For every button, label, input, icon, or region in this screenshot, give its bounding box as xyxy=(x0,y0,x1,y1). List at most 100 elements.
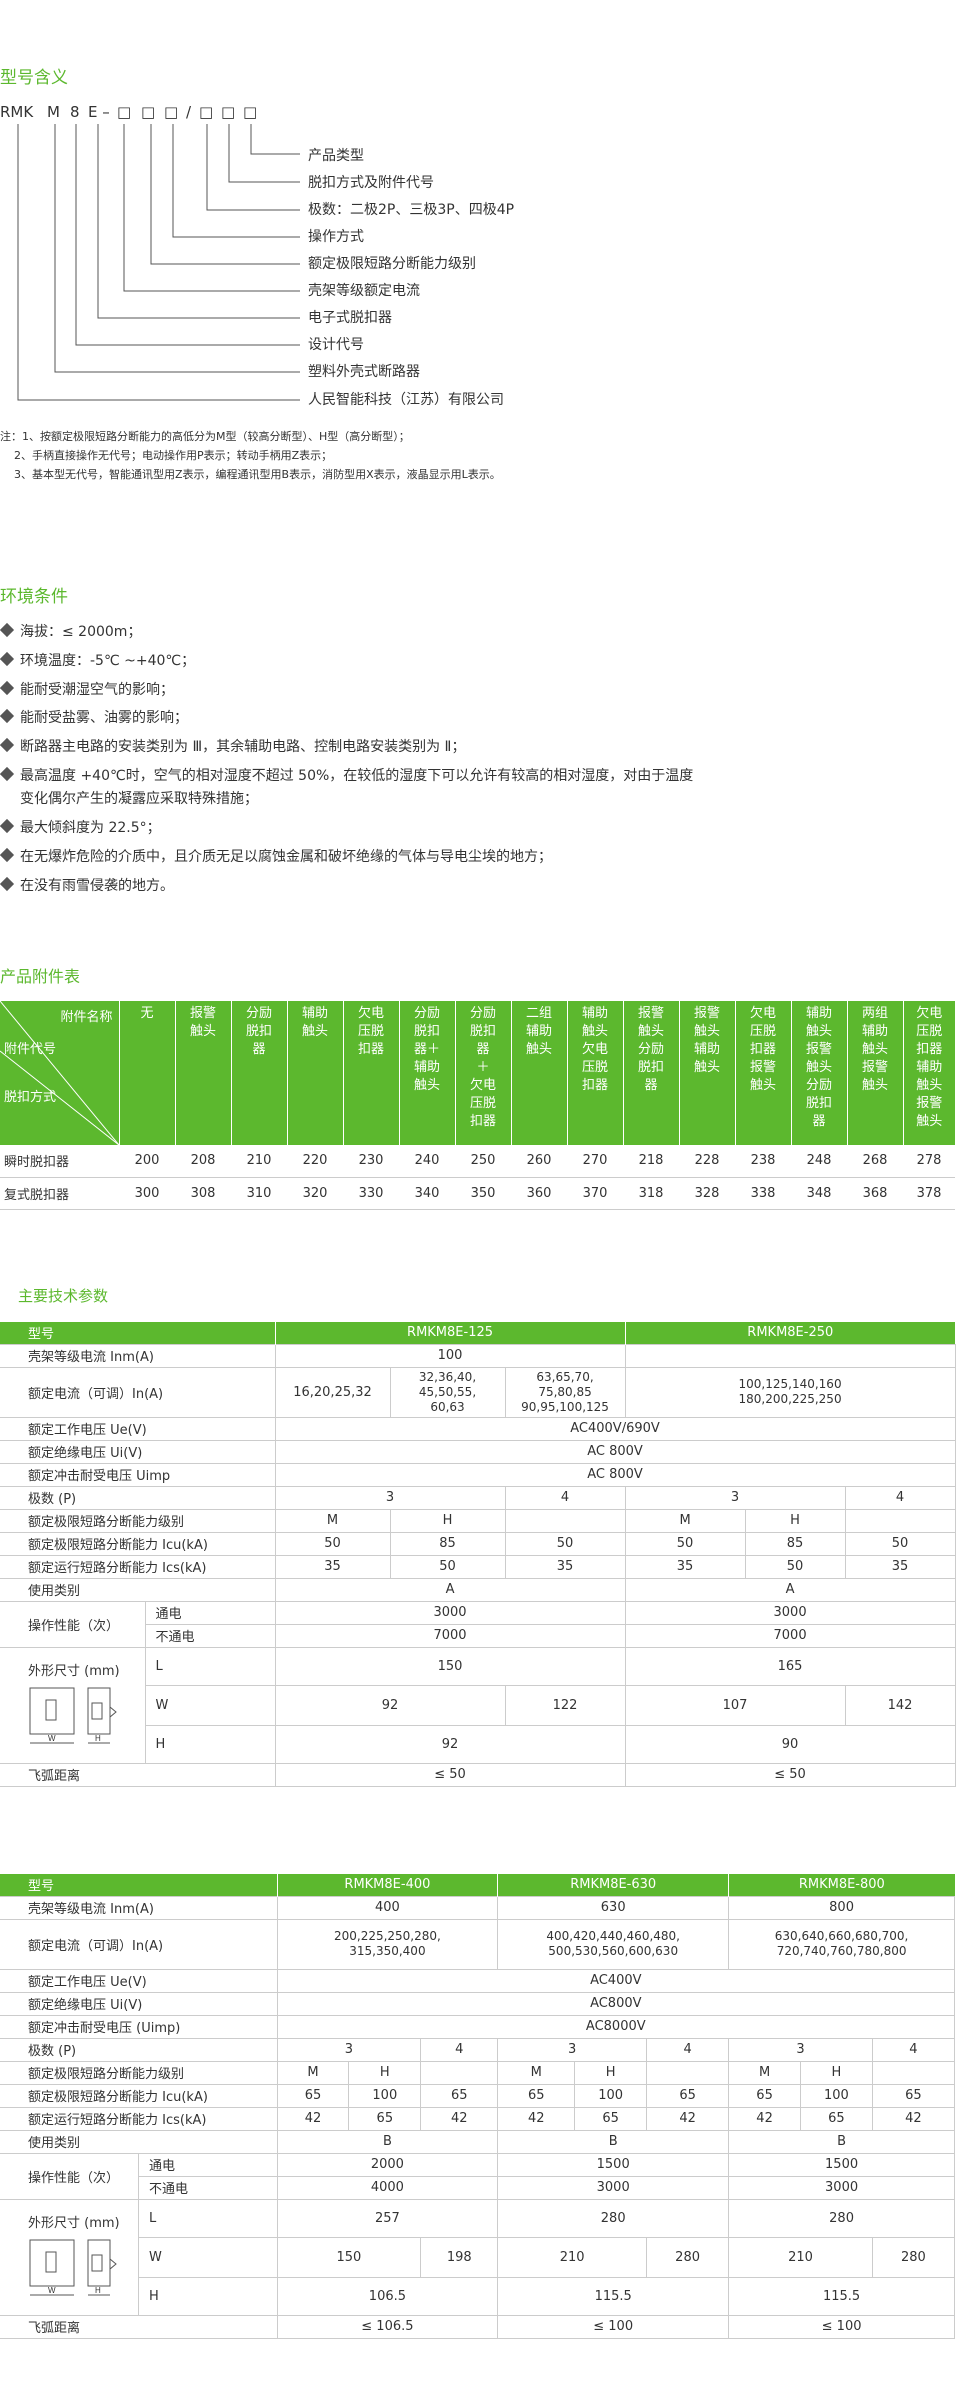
table-cell: 32,36,40, 45,50,55, 60,63 xyxy=(389,1366,506,1418)
column-header: 辅助 触头 欠电 压脱 扣器 xyxy=(567,1001,624,1145)
table-cell: B xyxy=(728,2129,955,2154)
dims-label-cell: 外形尺寸 (mm) W H xyxy=(0,1646,146,1764)
table-cell: 210 xyxy=(728,2236,873,2278)
diagram-label: 极数：二极2P、三极3P、四极4P xyxy=(308,202,515,218)
table-cell: 65 xyxy=(871,2083,956,2108)
table-cell: 1500 xyxy=(728,2152,955,2177)
sub-label: W xyxy=(144,1684,276,1726)
table-cell: AC 800V xyxy=(274,1462,956,1487)
row-label: 额定冲击耐受电压 Uimp xyxy=(0,1462,276,1487)
env-item: 在没有雨雪侵袭的地方。 xyxy=(0,875,174,895)
row-label: 飞弧距离 xyxy=(0,1762,276,1787)
note-line: 2、手柄直接操作无代号；电动操作用P表示；转动手柄用Z表示； xyxy=(14,449,333,462)
table-cell: 42 xyxy=(728,2106,801,2131)
row-label: 使用类别 xyxy=(0,2129,278,2154)
sub-label: H xyxy=(144,1724,276,1764)
table-cell: 150 xyxy=(276,2236,422,2278)
table-cell: 50 xyxy=(274,1531,391,1556)
diagram-label: 人民智能科技（江苏）有限公司 xyxy=(308,392,504,408)
table-cell: 3000 xyxy=(624,1600,956,1625)
table-cell: 218 xyxy=(623,1145,679,1178)
table-cell: 85 xyxy=(389,1531,506,1556)
row-label: 操作性能（次） xyxy=(0,1600,146,1648)
column-header: 欠电 压脱 扣器 辅助 触头 报警 触头 xyxy=(903,1001,955,1145)
table-cell: 90 xyxy=(624,1724,956,1764)
table-cell: 16,20,25,32 xyxy=(274,1366,391,1418)
bullet-icon xyxy=(0,680,15,696)
code-part: RMK xyxy=(0,103,34,121)
table-cell: AC8000V xyxy=(276,2014,956,2039)
column-header: 欠电 压脱 扣器 报警 触头 xyxy=(735,1001,792,1145)
table-cell: 310 xyxy=(231,1177,287,1210)
model-header-label: 型号 xyxy=(0,1874,278,1896)
table-cell: AC800V xyxy=(276,1991,956,2016)
table-cell: M xyxy=(497,2060,576,2085)
table-cell: 4000 xyxy=(276,2175,499,2200)
row-label: 额定电流（可调）In(A) xyxy=(0,1366,276,1418)
code-part: □ xyxy=(221,103,236,121)
row-label: 额定极限短路分断能力级别 xyxy=(0,2060,278,2085)
bullet-icon xyxy=(0,651,15,667)
row-label: 使用类别 xyxy=(0,1577,276,1602)
bullet-icon xyxy=(0,818,15,834)
column-header: 两组 辅助 触头 报警 触头 xyxy=(847,1001,904,1145)
table-cell: 65 xyxy=(646,2083,730,2108)
table-cell: 280 xyxy=(497,2198,730,2238)
table-cell: M xyxy=(728,2060,801,2085)
table-cell: 50 xyxy=(744,1554,846,1579)
code-part: / xyxy=(186,103,192,121)
table-cell: 630,640,660,680,700, 720,740,760,780,800 xyxy=(728,1918,955,1970)
note-line: 注：1、按额定极限短路分断能力的高低分为M型（较高分断型）、H型（高分断型）； xyxy=(0,430,410,443)
bullet-icon xyxy=(0,766,15,782)
table-cell: 280 xyxy=(871,2236,956,2278)
table-cell: 100 xyxy=(348,2083,422,2108)
diagram-label: 操作方式 xyxy=(308,229,364,245)
table-cell: H xyxy=(744,1508,846,1533)
row-label: 额定极限短路分断能力 Icu(kA) xyxy=(0,2083,278,2108)
table-cell: 3 xyxy=(276,2037,422,2062)
bullet-icon xyxy=(0,847,15,863)
column-header: 无 xyxy=(119,1001,176,1145)
table-cell: 330 xyxy=(343,1177,399,1210)
table-cell xyxy=(420,2060,499,2085)
table-cell: 165 xyxy=(624,1646,956,1686)
model-diagram-lines xyxy=(17,124,300,401)
sub-label: 通电 xyxy=(138,2152,278,2177)
table-cell: AC400V xyxy=(276,1968,956,1993)
column-header: 辅助 触头 xyxy=(287,1001,344,1145)
sub-label: 不通电 xyxy=(138,2175,278,2200)
table-cell: 50 xyxy=(624,1531,746,1556)
table-cell: B xyxy=(276,2129,499,2154)
table-cell: 35 xyxy=(504,1554,626,1579)
table-cell: 42 xyxy=(871,2106,956,2131)
table-cell: 270 xyxy=(567,1145,623,1178)
svg-text:W: W xyxy=(48,1734,56,1743)
table-cell: 4 xyxy=(646,2037,730,2062)
table-cell: 100,125,140,160 180,200,225,250 xyxy=(624,1366,956,1418)
model-header: RMKM8E-250 xyxy=(624,1322,956,1344)
table-cell: 35 xyxy=(274,1554,391,1579)
table-cell: 318 xyxy=(623,1177,679,1210)
bullet-icon xyxy=(0,737,15,753)
table-cell: 280 xyxy=(728,2198,955,2238)
table-cell: 3 xyxy=(728,2037,873,2062)
column-header: 辅助 触头 报警 触头 分励 脱扣 器 xyxy=(791,1001,848,1145)
table-cell: 65 xyxy=(799,2106,873,2131)
code-part: □ xyxy=(199,103,214,121)
sub-label: L xyxy=(144,1646,276,1686)
table-cell: 4 xyxy=(844,1485,956,1510)
table-cell xyxy=(844,1508,956,1533)
table-cell: 65 xyxy=(420,2083,499,2108)
row-label: 壳架等级电流 Inm(A) xyxy=(0,1895,278,1920)
spec-table-1: 型号 RMKM8E-125 RMKM8E-250 壳架等级电流 Inm(A) 1… xyxy=(0,1322,956,1787)
table-cell xyxy=(871,2060,956,2085)
table-cell: 208 xyxy=(175,1145,231,1178)
row-label: 额定绝缘电压 Ui(V) xyxy=(0,1439,276,1464)
table-cell: ≤ 100 xyxy=(728,2314,955,2339)
accessories-table: 附件名称 附件代号 脱扣方式 无 报警 触头 分励 脱扣 器 辅助 触头 欠电 … xyxy=(0,1001,955,1210)
table-cell: 240 xyxy=(399,1145,455,1178)
row-label: 额定工作电压 Ue(V) xyxy=(0,1968,278,1993)
table-cell: 3 xyxy=(274,1485,506,1510)
table-cell: 2000 xyxy=(276,2152,499,2177)
table-cell: H xyxy=(799,2060,873,2085)
